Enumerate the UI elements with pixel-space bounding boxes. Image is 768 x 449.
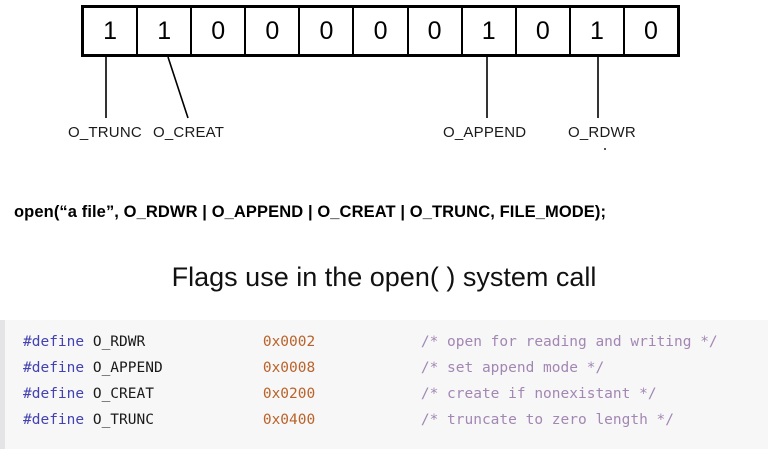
code-directive: #define bbox=[23, 412, 85, 428]
code-macro-name: O_TRUNC bbox=[92, 412, 154, 428]
code-line: #define O_RDWR 0x0002 /* open for reading … bbox=[5, 329, 768, 355]
bit-cell-9: 1 bbox=[571, 8, 625, 54]
bit-cell-0: 1 bbox=[84, 8, 139, 54]
flag-label-o-creat: O_CREAT bbox=[153, 124, 225, 141]
bit-cell-1: 1 bbox=[138, 8, 193, 54]
code-comment: /* create if nonexistant */ bbox=[420, 386, 657, 402]
open-call-signature: open(“a file”, O_RDWR | O_APPEND | O_CRE… bbox=[14, 203, 607, 221]
define-code-block: #define O_RDWR 0x0002 /* open for reading … bbox=[0, 320, 768, 449]
code-line: #define O_APPEND 0x0008 /* set append mode… bbox=[5, 355, 768, 381]
code-comment: /* set append mode */ bbox=[420, 360, 605, 376]
page-title: Flags use in the open( ) system call bbox=[171, 262, 597, 292]
code-macro-name: O_RDWR bbox=[92, 334, 146, 350]
code-directive: #define bbox=[23, 360, 85, 376]
code-macro-name: O_CREAT bbox=[92, 386, 154, 402]
code-hex-value: 0x0400 bbox=[262, 412, 316, 428]
flag-label-o-append: O_APPEND bbox=[443, 124, 527, 141]
bit-cell-5: 0 bbox=[354, 8, 409, 54]
bit-cell-10: 0 bbox=[644, 16, 658, 45]
bit-cell-7: 1 bbox=[463, 8, 517, 54]
bit-cell-4: 0 bbox=[300, 8, 355, 54]
code-line: #define O_CREAT 0x0200 /* create if nonexi… bbox=[5, 381, 768, 407]
bit-cell-2: 0 bbox=[192, 8, 247, 54]
leader-line-o-creat bbox=[167, 56, 189, 119]
flag-label-o-trunc: O_TRUNC bbox=[68, 124, 142, 141]
code-hex-value: 0x0008 bbox=[262, 360, 316, 376]
code-comment: /* truncate to zero length */ bbox=[420, 412, 675, 428]
artifact-dot bbox=[604, 148, 606, 150]
code-hex-value: 0x0200 bbox=[262, 386, 316, 402]
code-directive: #define bbox=[23, 386, 85, 402]
flag-label-o-rdwr: O_RDWR bbox=[568, 124, 636, 141]
code-hex-value: 0x0002 bbox=[262, 334, 316, 350]
code-comment: /* open for reading and writing */ bbox=[420, 334, 718, 350]
bit-cell-8: 0 bbox=[517, 8, 571, 54]
bit-cell-6: 0 bbox=[409, 8, 463, 54]
code-line: #define O_TRUNC 0x0400 /* truncate to zero… bbox=[5, 407, 768, 433]
code-macro-name: O_APPEND bbox=[92, 360, 163, 376]
code-directive: #define bbox=[23, 334, 85, 350]
bit-cell-3: 0 bbox=[246, 8, 301, 54]
